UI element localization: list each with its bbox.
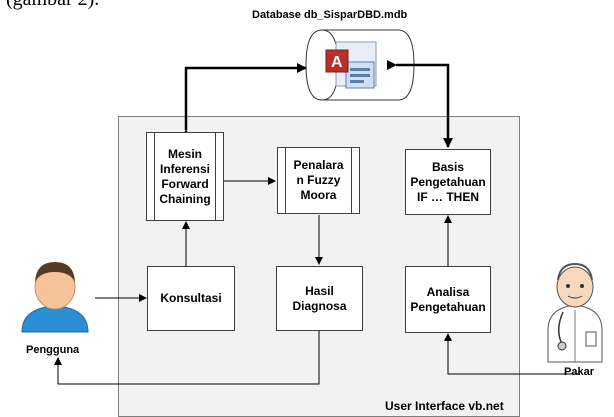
pakar-label: Pakar xyxy=(564,366,594,378)
hasil-diagnosa-box: Hasil Diagnosa xyxy=(276,266,363,331)
penalaran-fuzzy-label: Penalara n Fuzzy Moora xyxy=(293,158,344,202)
mesin-inferensi-box: Mesin Inferensi Forward Chaining xyxy=(146,132,224,221)
mesin-inferensi-label: Mesin Inferensi Forward Chaining xyxy=(159,146,211,206)
user-icon xyxy=(21,262,89,333)
pengguna-label: Pengguna xyxy=(26,344,80,356)
konsultasi-label: Konsultasi xyxy=(160,291,222,305)
database-label: Database db_SisparDBD.mdb xyxy=(252,9,408,21)
basis-pengetahuan-label: Basis Pengetahuan IF … THEN xyxy=(410,159,486,204)
hasil-diagnosa-label: Hasil Diagnosa xyxy=(292,283,347,313)
doctor-icon xyxy=(547,262,603,363)
analisa-pengetahuan-box: Analisa Pengetahuan xyxy=(405,266,491,333)
basis-pengetahuan-box: Basis Pengetahuan IF … THEN xyxy=(405,149,491,215)
konsultasi-box: Konsultasi xyxy=(147,266,235,331)
page-caption: (gambar 2). xyxy=(6,0,99,11)
user-interface-label: User Interface vb.net xyxy=(385,399,504,413)
svg-text:A: A xyxy=(331,54,343,71)
analisa-pengetahuan-label: Analisa Pengetahuan xyxy=(410,284,486,314)
penalaran-fuzzy-box: Penalara n Fuzzy Moora xyxy=(277,147,360,214)
access-database-icon: A xyxy=(325,41,377,89)
